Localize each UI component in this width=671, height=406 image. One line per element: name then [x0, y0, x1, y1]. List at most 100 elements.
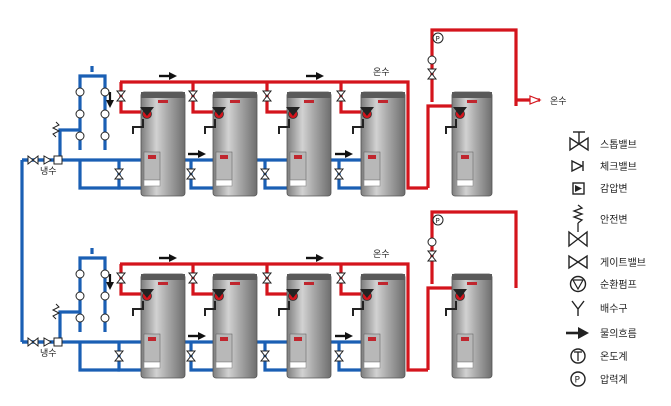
flow-arrowhead	[106, 100, 114, 108]
legend-label-drain: 배수구	[600, 303, 628, 315]
tank-top-cap	[213, 92, 257, 98]
hot-water-label-bottom: 온수	[373, 249, 390, 260]
tank-brand-mark	[378, 100, 388, 103]
upper-bank-storage-feed	[426, 104, 452, 188]
legend-label-stop-valve: 스톱밸브	[600, 139, 637, 151]
tank-brand-mark	[467, 282, 477, 285]
upper-bank-tank-4-panel-label	[368, 155, 376, 159]
lower-bank-storage-tank-relief-pipe	[445, 301, 457, 316]
upper-bank-cold-gate-valve-3	[259, 168, 271, 180]
lower-bank-cold-gate-valve-1	[113, 350, 125, 362]
upper-bank-cold-return	[78, 160, 120, 190]
tank-top-cap	[452, 92, 492, 98]
lower-bank-tank-4-valve-top	[360, 289, 374, 298]
cold-water-label-bottom: 냉수	[40, 348, 57, 359]
tank-brand-mark	[378, 282, 388, 285]
tank-top-cap	[287, 92, 331, 98]
upper-bank-cold-feed-4	[337, 160, 361, 190]
upper-bank-tank-4-valve-top	[360, 107, 374, 116]
cold-water-label-top: 냉수	[40, 166, 57, 177]
upper-bank-storage-outlet-loop	[430, 28, 518, 106]
lower-bank-tank-4-panel-label	[368, 337, 376, 341]
lower-bank-inlet-gate-valve	[27, 336, 39, 348]
tank-brand-mark	[158, 100, 168, 103]
upper-bank-cold-feed-1	[117, 160, 141, 190]
lower-bank-pump-fitting-left-2	[75, 291, 85, 301]
legend: 스톱밸브 체크밸브 감압변 안전변 게이트밸브 순환펌프 배수구	[566, 131, 646, 387]
upper-bank-pump-fitting-right-3	[100, 131, 110, 141]
tank-top-cap	[361, 274, 405, 280]
upper-bank-tank-4-relief-pipe	[352, 119, 364, 134]
flow-arrowhead	[198, 150, 206, 158]
lower-bank-tank-2-valve-top	[212, 289, 226, 298]
lower-bank-cold-feed-4	[337, 342, 361, 372]
legend-label-flow-direction: 물의흐름	[600, 328, 637, 340]
lower-bank-tank-1-relief-pipe	[132, 301, 144, 316]
legend-label-gate-valve: 게이트밸브	[600, 257, 646, 269]
lower-bank-storage-gate-valve	[426, 250, 438, 262]
lower-bank-tank-2-panel-sticker	[215, 361, 233, 369]
tank-top-cap	[213, 274, 257, 280]
outlet-arrow-icon	[529, 95, 542, 105]
lower-bank-storage-tank-valve-top	[453, 289, 467, 298]
upper-bank-cold-gate-valve-2	[185, 168, 197, 180]
tank-brand-mark	[230, 282, 240, 285]
upper-bank-inlet-pressure-reducing-valve	[53, 155, 63, 165]
lower-bank-tank-2-relief-pipe	[204, 301, 216, 316]
check-valve-icon	[571, 159, 584, 173]
flow-arrowhead	[169, 254, 177, 262]
upper-bank-pump-fitting-left-1	[75, 87, 85, 97]
lower-bank-storage-tank-panel-label	[461, 337, 469, 341]
upper-bank-hot-header	[120, 80, 428, 190]
lower-bank-tank-1-valve-top	[140, 289, 154, 298]
lower-bank-pump-fitting-left-1	[75, 269, 85, 279]
lower-bank-safety-valve	[51, 303, 61, 320]
upper-bank-tank-2-panel-label	[220, 155, 228, 159]
lower-bank-pump-fitting-left-3	[75, 313, 85, 323]
lower-bank-storage-feed	[426, 286, 452, 370]
flow-arrowhead	[106, 282, 114, 290]
tank-top-cap	[141, 274, 185, 280]
flow-arrow-icon	[566, 327, 589, 339]
svg-text:P: P	[575, 376, 581, 386]
tank-top-cap	[361, 92, 405, 98]
upper-bank-inlet-gate-valve	[27, 154, 39, 166]
upper-bank-pressure-gauge-letter: P	[436, 35, 440, 43]
hot-water-outlet-label: 온수	[550, 96, 567, 107]
lower-bank-tank-3-valve-top	[286, 289, 300, 298]
tank-brand-mark	[230, 100, 240, 103]
drain-icon	[571, 300, 585, 316]
lower-bank-tank-4-relief-pipe	[352, 301, 364, 316]
upper-bank-hot-gate-valve-3	[261, 90, 273, 102]
lower-bank-tank-1-panel-sticker	[143, 361, 161, 369]
lower-bank-cold-feed-1	[117, 342, 141, 372]
tank-top-cap	[141, 92, 185, 98]
upper-bank-tank-2-valve-top	[212, 107, 226, 116]
upper-bank-hot-gate-valve-1	[115, 90, 127, 102]
upper-bank-tank-1-valve-top	[140, 107, 154, 116]
gate-valve-icon	[568, 254, 588, 270]
legend-label-thermometer: 온도계	[600, 351, 628, 363]
pressure-reducing-valve-icon	[572, 182, 585, 195]
upper-bank-storage-tank-valve-top	[453, 107, 467, 116]
upper-bank-tank-3-relief-pipe	[278, 119, 290, 134]
lower-bank-pressure-gauge	[432, 214, 444, 226]
thermometer-icon	[570, 348, 586, 364]
tank-top-cap	[287, 274, 331, 280]
upper-bank-tank-3-valve-top	[286, 107, 300, 116]
upper-bank-storage-tank-panel-label	[461, 155, 469, 159]
lower-bank-tank-3-relief-pipe	[278, 301, 290, 316]
tank-brand-mark	[467, 100, 477, 103]
hot-water-label-top: 온수	[373, 67, 390, 78]
legend-label-pressure-gauge: 압력계	[600, 373, 628, 386]
flow-arrowhead	[169, 72, 177, 80]
upper-bank-tank-3-panel-sticker	[289, 179, 307, 187]
lower-bank-storage-outlet-loop	[430, 210, 518, 288]
upper-bank-storage-tank-panel-sticker	[456, 179, 474, 187]
upper-bank-cold-gate-valve-4	[333, 168, 345, 180]
upper-bank-pump-fitting-left-2	[75, 109, 85, 119]
lower-bank-hot-gate-valve-3	[261, 272, 273, 284]
upper-bank-tank-1-panel-sticker	[143, 179, 161, 187]
lower-bank-cold-feed-2	[189, 342, 213, 372]
